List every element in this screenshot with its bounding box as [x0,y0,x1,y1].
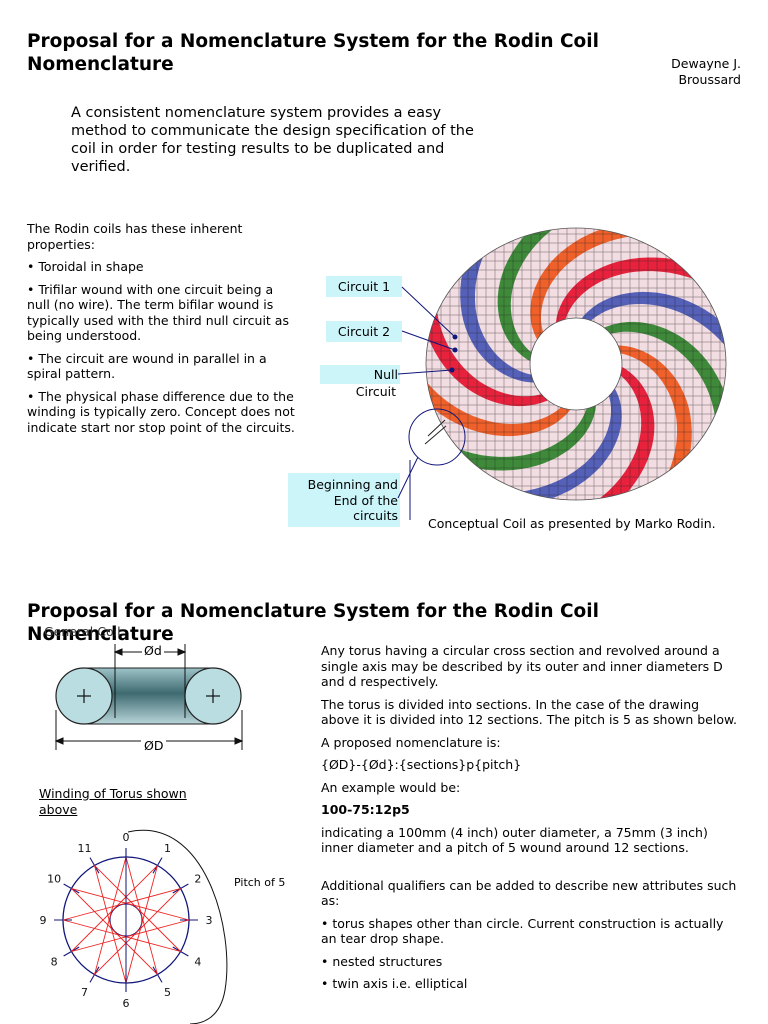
bullet-item: • Trifilar wound with one circuit being … [27,281,289,344]
inner-diameter-label: Ød [142,643,164,659]
torus-body [426,228,726,500]
qualifier-item: • torus shapes other than circle. Curren… [321,915,724,947]
general-coil-diagram [54,644,244,750]
section-number: 1 [164,842,171,855]
pitch-arc [127,829,228,1024]
intro-paragraph: A consistent nomenclature system provide… [71,105,474,175]
qualifiers-intro: Additional qualifiers can be added to de… [321,877,737,909]
page2-text-column: Any torus having a circular cross sectio… [321,643,741,999]
winding-label: Winding of Torus shown above [39,786,187,817]
winding-line [71,919,190,952]
page2-title-line1: Proposal for a Nomenclature System for t… [27,601,599,622]
winding-line [94,865,181,952]
page-title-line2: Nomenclature [27,54,174,75]
winding-line [71,888,190,921]
example-description: indicating a 100mm (4 inch) outer diamet… [321,824,708,856]
section-number: 10 [47,873,61,886]
leader-lines [397,286,466,520]
winding-label-line2: above [39,801,78,817]
beginning-end-line2: End of the [333,492,398,508]
torus-outline [425,227,727,501]
section-number: 6 [123,997,130,1010]
null-circuit-label-line1: Null [373,367,398,382]
section-number: 3 [206,914,213,927]
paragraph: A proposed nomenclature is: [321,734,501,750]
section-number: 0 [123,831,130,844]
section-number: 8 [51,956,58,969]
paragraph: Any torus having a circular cross sectio… [321,643,723,689]
section-number: 9 [40,914,47,927]
outer-diameter-label: ØD [141,738,167,754]
example-code: 100-75:12p5 [321,802,410,817]
page-title: Proposal for a Nomenclature System for t… [27,30,667,76]
winding-line [62,888,181,921]
rodin-coil-figure [397,227,727,520]
beginning-end-line1: Beginning and [307,477,398,492]
bullet-item: • Toroidal in shape [27,259,144,274]
paragraph: An example would be: [321,779,461,795]
winding-line [125,865,158,984]
null-circuit-label: Null [320,365,400,384]
nomenclature-format: {ØD}-{Ød}:{sections}p{pitch} [321,757,522,772]
beginning-end-line3: circuits [353,508,398,523]
author: Dewayne J. Broussard [671,56,741,87]
winding-line [71,888,158,975]
properties-intro: The Rodin coils has these inherent prope… [27,221,243,252]
figure-caption: Conceptual Coil as presented by Marko Ro… [428,516,716,531]
winding-line [125,856,158,975]
section-number: 4 [194,956,201,969]
winding-line [71,865,158,952]
author-line2: Broussard [678,71,741,87]
leader-dots [449,334,458,373]
page2-title: Proposal for a Nomenclature System for t… [27,600,667,646]
general-coil-label: General Coil [44,624,121,639]
section-numbers: 0 1 2 3 4 5 6 7 8 9 10 11 [40,831,213,1010]
winding-line [62,919,181,952]
circuit-1-label: Circuit 1 [326,276,402,297]
winding-label-line1: Winding of Torus shown [39,786,187,801]
beginning-end-marks [424,419,447,445]
author-line1: Dewayne J. [671,56,741,71]
winding-line [94,888,181,975]
qualifier-item: • nested structures [321,953,443,969]
winding-line [94,865,127,984]
section-number: 5 [164,986,171,999]
plus-marks [77,689,220,703]
page-title-line1: Proposal for a Nomenclature System for t… [27,31,599,52]
section-number: 7 [81,986,88,999]
circuit-2-label: Circuit 2 [326,321,402,342]
bullet-item: • The circuit are wound in parallel in a… [27,350,267,382]
properties-section: The Rodin coils has these inherent prope… [27,221,299,442]
section-number: 2 [194,873,201,886]
paragraph: The torus is divided into sections. In t… [321,696,738,728]
beginning-end-label: Beginning and End of the circuits [288,473,400,527]
winding-star-lines [62,856,190,984]
bullet-item: • The physical phase difference due to t… [27,388,295,435]
section-number: 11 [78,842,92,855]
null-circuit-label-line2: Circuit [355,384,396,399]
winding-diagram: 0 1 2 3 4 5 6 7 8 9 10 11 [40,829,228,1024]
pitch-label: Pitch of 5 [234,876,286,889]
qualifier-item: • twin axis i.e. elliptical [321,976,468,991]
torus-hole-outline [529,317,623,411]
page2-title-line2: Nomenclature [27,624,174,645]
winding-line [94,856,127,975]
